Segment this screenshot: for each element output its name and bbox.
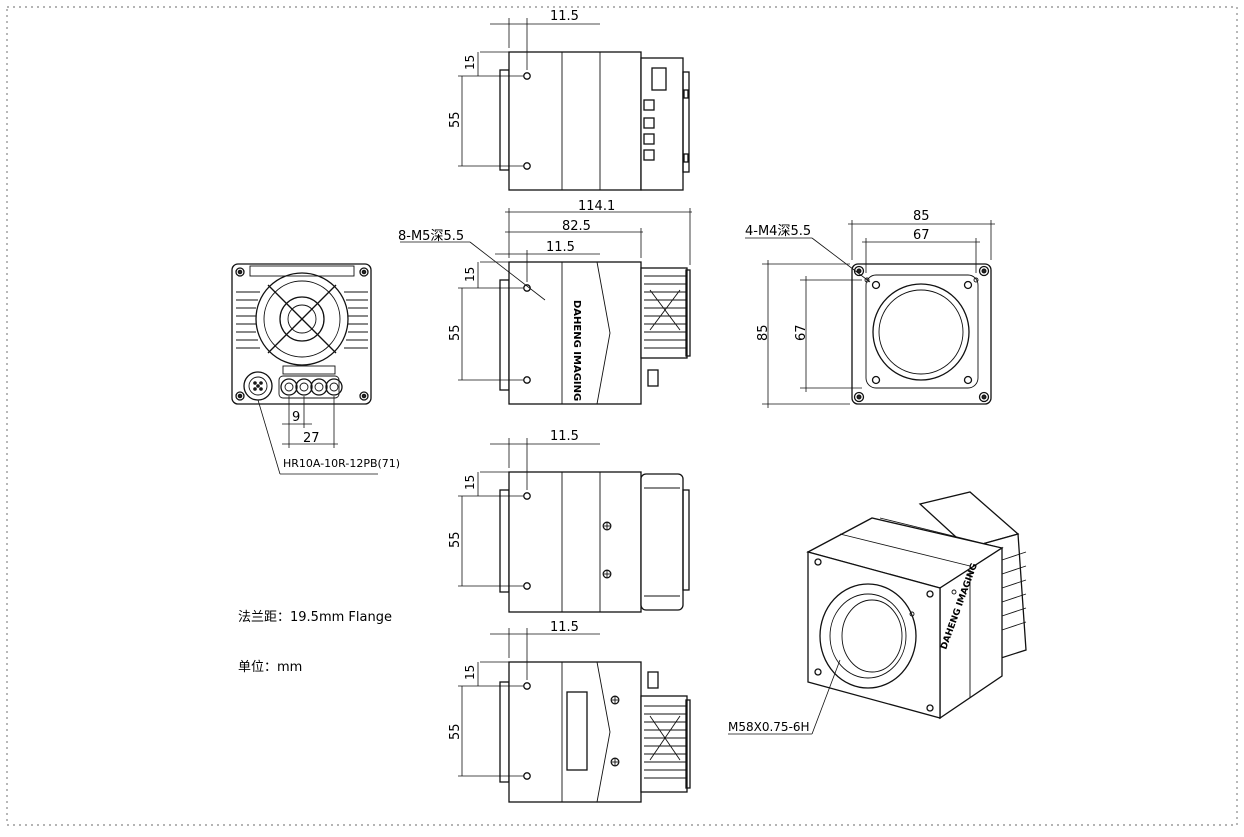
lens-mount-icon bbox=[872, 283, 970, 381]
front-dim-85-w: 85 bbox=[913, 209, 930, 224]
side-thread-callout: 8-M5深5.5 bbox=[398, 229, 464, 244]
front-view: 85 67 85 67 4-M4深5.5 bbox=[745, 209, 995, 408]
bottom-view-dim-55: 55 bbox=[448, 531, 463, 548]
top-view: 11.5 15 55 bbox=[448, 9, 690, 191]
bottom-view-dim-11-5: 11.5 bbox=[550, 429, 579, 444]
side-view: DAHENG IMAGING 114.1 82.5 11.5 15 55 8-M… bbox=[398, 199, 692, 405]
screw-icon bbox=[602, 521, 612, 531]
screw-icon bbox=[602, 569, 612, 579]
lens-thread-callout: M58X0.75-6H bbox=[728, 720, 810, 734]
top-view-dim-15: 15 bbox=[463, 55, 477, 70]
bottom-view: 11.5 15 55 bbox=[448, 429, 690, 613]
fan-icon bbox=[255, 272, 349, 366]
isometric-view: DAHENG IMAGING M58X0.75-6H bbox=[728, 491, 1027, 735]
side-dim-11-5: 11.5 bbox=[546, 240, 575, 255]
back-view: 9 27 HR10A-10R-12PB(71) bbox=[231, 263, 400, 475]
flange-note: 法兰距：19.5mm Flange bbox=[238, 610, 392, 625]
back-dim-27: 27 bbox=[303, 431, 320, 446]
view4-dim-11-5: 11.5 bbox=[550, 620, 579, 635]
front-dim-85-h: 85 bbox=[756, 324, 771, 341]
front-dim-67-h: 67 bbox=[794, 324, 809, 341]
view4-dim-15: 15 bbox=[463, 665, 477, 680]
back-dim-9: 9 bbox=[292, 410, 300, 425]
view-4: 11.5 15 55 bbox=[448, 620, 691, 803]
front-dim-67-w: 67 bbox=[913, 228, 930, 243]
top-view-dim-11-5: 11.5 bbox=[550, 9, 579, 24]
top-view-dim-55: 55 bbox=[448, 111, 463, 128]
side-dim-55: 55 bbox=[448, 324, 463, 341]
bottom-view-dim-15: 15 bbox=[463, 475, 477, 490]
side-dim-82-5: 82.5 bbox=[562, 219, 591, 234]
side-dim-15: 15 bbox=[463, 267, 477, 282]
dotted-border bbox=[6, 6, 1238, 826]
back-connector-callout: HR10A-10R-12PB(71) bbox=[283, 457, 400, 470]
iso-lens-icon bbox=[819, 583, 917, 689]
brand-logo-side: DAHENG IMAGING bbox=[571, 300, 582, 401]
unit-note: 单位：mm bbox=[238, 660, 302, 675]
view4-dim-55: 55 bbox=[448, 723, 463, 740]
front-thread-callout: 4-M4深5.5 bbox=[745, 224, 811, 239]
side-dim-114-1: 114.1 bbox=[578, 199, 615, 214]
